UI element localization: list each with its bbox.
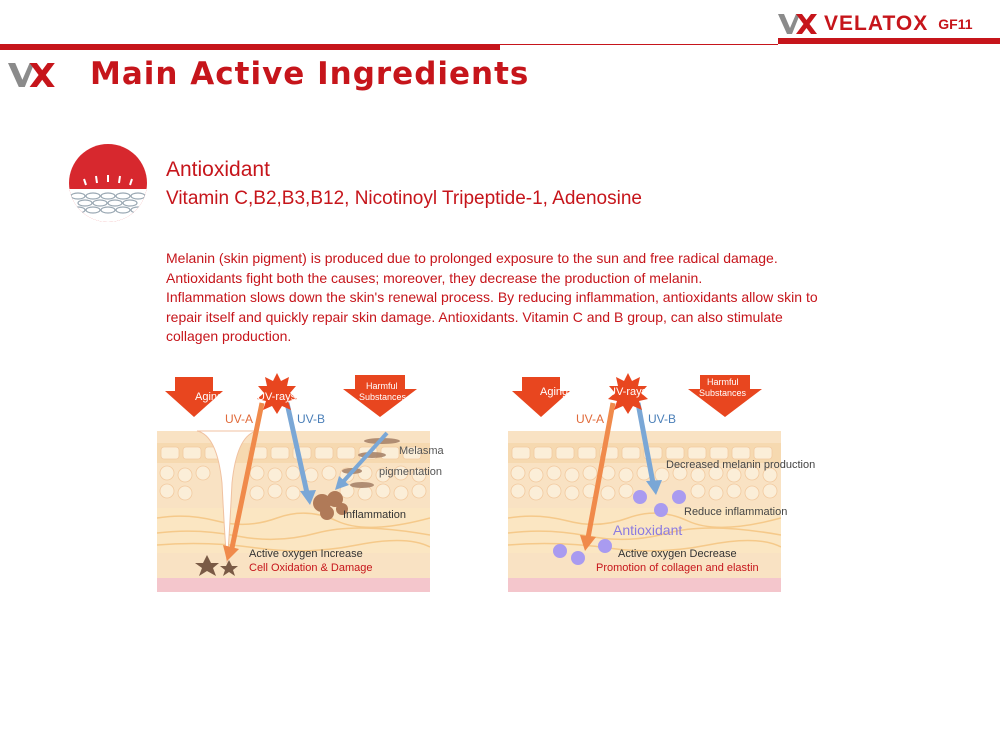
- decreased-melanin-label: Decreased melanin production: [666, 459, 816, 471]
- uv-rays-label: UV-rays: [257, 391, 297, 403]
- paragraph-line: Inflammation slows down the skin's renew…: [166, 289, 818, 306]
- section-subtitle: Vitamin C,B2,B3,B12, Nicotinoyl Tripepti…: [166, 188, 642, 209]
- uv-b-label: UV-B: [297, 412, 326, 426]
- skin-sun-icon: [69, 144, 147, 222]
- brand-name: VELATOX: [824, 12, 929, 35]
- substances-label: Substances: [359, 392, 407, 402]
- melasma-label: Melasma: [399, 445, 444, 457]
- result-title: Active oxygen Increase: [249, 548, 363, 560]
- inflammation-label: Inflammation: [343, 509, 406, 521]
- skin-layers-illustration: [157, 373, 430, 592]
- header-rule-right: [778, 38, 1000, 44]
- header-rule-middle: [500, 44, 778, 45]
- aging-label: Aging: [195, 391, 224, 403]
- harmful-label: Harmful: [707, 377, 739, 387]
- paragraph-line: Melanin (skin pigment) is produced due t…: [166, 250, 778, 266]
- reduce-inflammation-label: Reduce inflammation: [684, 506, 788, 518]
- uv-b-label: UV-B: [648, 412, 677, 426]
- antioxidant-effect-diagram: Aging UV-rays Harmful Substances UV-A UV…: [508, 373, 815, 592]
- result-subtitle: Cell Oxidation & Damage: [249, 562, 373, 574]
- uv-a-label: UV-A: [576, 412, 605, 426]
- brand-lockup: VELATOX GF11: [778, 10, 973, 38]
- skin-layers-illustration: [508, 373, 781, 592]
- harmful-label: Harmful: [366, 381, 398, 391]
- section-title: Antioxidant: [166, 158, 270, 181]
- page-title: Main Active Ingredients: [90, 56, 530, 92]
- uv-rays-label: UV-rays: [608, 386, 648, 398]
- antioxidant-label: Antioxidant: [613, 522, 683, 538]
- result-subtitle: Promotion of collagen and elastin: [596, 562, 759, 574]
- paragraph-line: repair itself and quickly repair skin da…: [166, 308, 783, 325]
- skin-damage-diagram: Aging UV-rays Harmful Substances UV-A UV…: [157, 373, 444, 592]
- header-rule-left: [0, 44, 500, 50]
- aging-label: Aging: [540, 386, 569, 398]
- substances-label: Substances: [699, 388, 747, 398]
- uv-a-label: UV-A: [225, 412, 254, 426]
- paragraph-line: collagen production.: [166, 328, 292, 345]
- paragraph-line: Antioxidants fight both the causes; more…: [166, 269, 703, 286]
- pigmentation-label: pigmentation: [379, 466, 442, 478]
- result-title: Active oxygen Decrease: [618, 548, 737, 560]
- vx-logo-icon: [8, 63, 55, 87]
- brand-code: GF11: [938, 16, 973, 32]
- description-paragraph: Melanin (skin pigment) is produced due t…: [166, 249, 856, 347]
- vx-logo-icon: [778, 14, 817, 34]
